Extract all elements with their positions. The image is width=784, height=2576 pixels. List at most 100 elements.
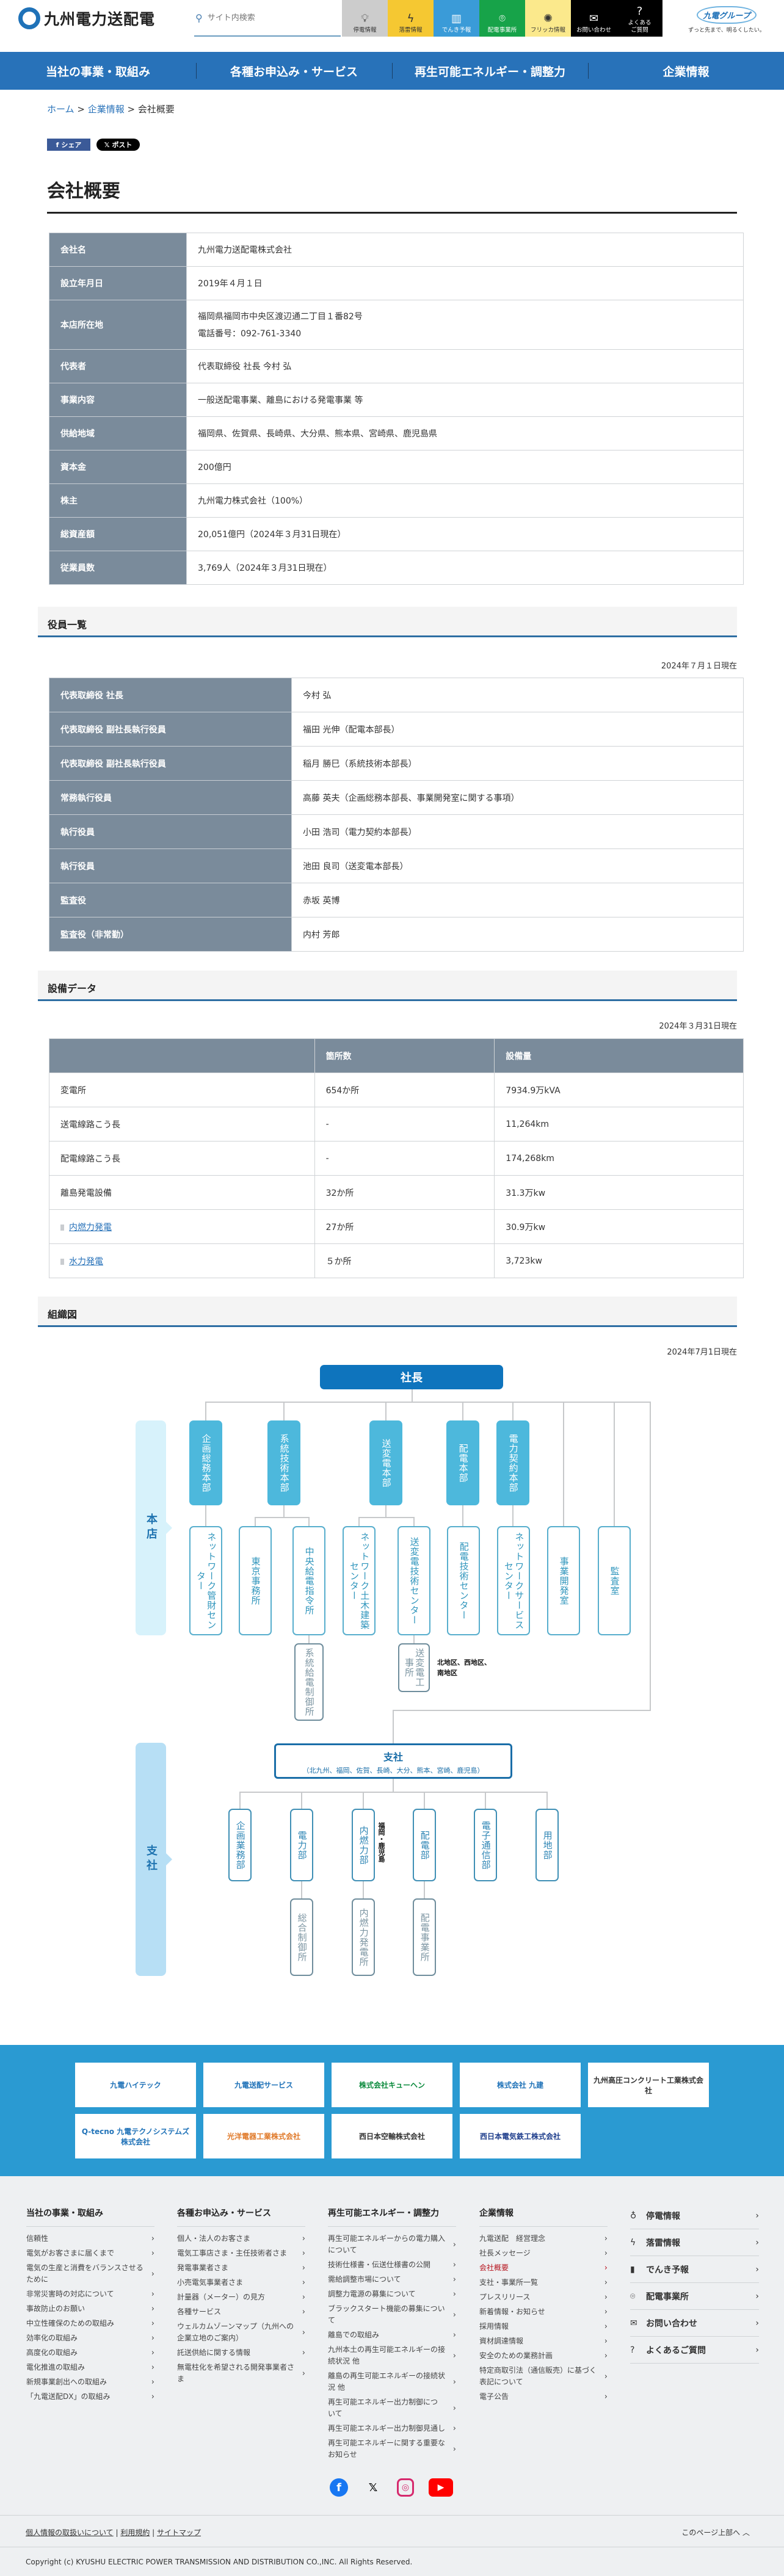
footer-link[interactable]: 新規事業創出への取組み <box>26 2375 154 2390</box>
group-company-banner[interactable]: 西日本電気鉄工株式会社 <box>460 2114 581 2158</box>
footer-link[interactable]: 需給調整市場について <box>328 2273 456 2287</box>
footer-link[interactable]: 託送供給に関する情報 <box>177 2346 305 2361</box>
footer-link[interactable]: 中立性確保のための取組み <box>26 2317 154 2331</box>
footer-quick-link[interactable]: ⌾配電事業所 <box>630 2283 759 2310</box>
footer-quick-link[interactable]: ?よくあるご質問 <box>630 2337 759 2364</box>
quick-link-button[interactable]: ✺フリッカ情報 <box>525 0 571 37</box>
footer-link[interactable]: 電気の生産と消費をバランスさせるために <box>26 2261 154 2287</box>
group-company-banner[interactable]: 株式会社キューヘン <box>332 2063 452 2107</box>
footer-link[interactable]: 再生可能エネルギー出力制御見通し <box>328 2422 456 2436</box>
facility-link[interactable]: 水力発電 <box>69 1256 103 1267</box>
group-company-banner[interactable]: 光洋電器工業株式会社 <box>203 2114 324 2158</box>
search-icon[interactable]: ⚲ <box>195 12 203 24</box>
privacy-link[interactable]: 個人情報の取扱いについて <box>26 2528 114 2537</box>
battery-icon: ▮ <box>630 2264 635 2274</box>
footer-link[interactable]: 事故防止のお願い <box>26 2302 154 2317</box>
footer-link[interactable]: 再生可能エネルギーに関する重要なお知らせ <box>328 2436 456 2462</box>
terms-link[interactable]: 利用規約 <box>120 2528 150 2537</box>
footer-link[interactable]: 電化推進の取組み <box>26 2361 154 2375</box>
footer-link[interactable]: 離島の再生可能エネルギーの接続状況 他 <box>328 2369 456 2395</box>
quick-link-button[interactable]: ▥でんき予報 <box>434 0 479 37</box>
facility-link[interactable]: 内燃力発電 <box>69 1222 112 1232</box>
footer-column-title[interactable]: 当社の事業・取組み <box>26 2207 154 2227</box>
facebook-icon[interactable]: f <box>330 2478 348 2497</box>
group-company-banner[interactable]: 九電ハイテック <box>75 2063 196 2107</box>
footer-link[interactable]: プレスリリース <box>479 2290 608 2305</box>
sitemap-link[interactable]: サイトマップ <box>157 2528 201 2537</box>
footer-column-title[interactable]: 各種お申込み・サービス <box>177 2207 305 2227</box>
quick-link-button[interactable]: ✉お問い合わせ <box>571 0 617 37</box>
footer-link[interactable]: 再生可能エネルギー出力制御について <box>328 2395 456 2422</box>
footer-link[interactable]: 発電事業者さま <box>177 2261 305 2276</box>
youtube-icon[interactable]: ▶ <box>429 2478 453 2497</box>
footer-link[interactable]: 新着情報・お知らせ <box>479 2305 608 2320</box>
breadcrumb-home[interactable]: ホーム <box>47 104 74 115</box>
footer-link[interactable]: 支社・事業所一覧 <box>479 2276 608 2290</box>
footer-link[interactable]: 離島での取組み <box>328 2328 456 2343</box>
footer-link[interactable]: 社長メッセージ <box>479 2246 608 2261</box>
footer-link[interactable]: 「九電送配DX」の取組み <box>26 2390 154 2404</box>
quick-link-button[interactable]: ?よくある ご質問 <box>617 0 662 37</box>
footer-quick-link[interactable]: ▮でんき予報 <box>630 2256 759 2283</box>
footer-quick-link[interactable]: ✉お問い合わせ <box>630 2310 759 2337</box>
table-row: 執行役員小田 浩司（電力契約本部長） <box>49 814 744 849</box>
footer-link[interactable]: 電子公告 <box>479 2390 608 2404</box>
quick-link-button[interactable]: ⌾配電事業所 <box>479 0 525 37</box>
footer-link[interactable]: 九州本土の再生可能エネルギーの接続状況 他 <box>328 2343 456 2369</box>
footer-link[interactable]: 信頼性 <box>26 2232 154 2246</box>
quick-link-button[interactable]: 💡︎停電情報 <box>342 0 388 37</box>
nav-corporate[interactable]: 企業情報 <box>588 52 784 90</box>
footer-link[interactable]: 無電柱化を希望される開発事業者さま <box>177 2361 305 2387</box>
group-company-banner[interactable]: 株式会社 九建 <box>460 2063 581 2107</box>
group-company-banner[interactable]: Q-tecno 九電テクノシステムズ株式会社 <box>75 2114 196 2158</box>
search-box[interactable]: ⚲ <box>194 0 341 37</box>
footer-link[interactable]: 計量器（メーター）の見方 <box>177 2290 305 2305</box>
footer-link[interactable]: 九電送配 経営理念 <box>479 2232 608 2246</box>
footer-link[interactable]: 電気工事店さま・主任技術者さま <box>177 2246 305 2261</box>
footer-link[interactable]: 採用情報 <box>479 2320 608 2334</box>
org-branch-dept: 配電部 <box>413 1809 436 1881</box>
group-company-banner[interactable]: 西日本空輸株式会社 <box>332 2114 452 2158</box>
footer-link[interactable]: 技術仕様書・伝送仕様書の公開 <box>328 2258 456 2273</box>
footer-quick-link[interactable]: ♁停電情報 <box>630 2202 759 2229</box>
instagram-icon[interactable]: ◎ <box>397 2478 414 2497</box>
group-logo-text: 九電グループ <box>697 6 757 24</box>
footer-column-title[interactable]: 再生可能エネルギー・調整力 <box>328 2207 456 2227</box>
search-input[interactable] <box>207 13 324 23</box>
page-top-link[interactable]: このページ上部へ ︿ <box>681 2527 750 2538</box>
footer-link[interactable]: 特定商取引法（通信販売）に基づく表記について <box>479 2364 608 2390</box>
nav-business[interactable]: 当社の事業・取組み <box>45 65 150 79</box>
footer-link[interactable]: 個人・法人のお客さま <box>177 2232 305 2246</box>
footer-link[interactable]: 各種サービス <box>177 2305 305 2320</box>
footer-link[interactable]: 非常災害時の対応について <box>26 2287 154 2302</box>
x-icon[interactable]: 𝕏 <box>368 2481 378 2494</box>
group-company-banner[interactable]: 九電送配サービス <box>203 2063 324 2107</box>
footer-link[interactable]: ウェルカムゾーンマップ（九州への企業立地のご案内） <box>177 2320 305 2346</box>
footer-link[interactable]: 資材調達情報 <box>479 2334 608 2349</box>
breadcrumb-corporate[interactable]: 企業情報 <box>87 104 125 115</box>
group-company-banner[interactable]: 九州高圧コンクリート工業株式会社 <box>588 2063 709 2107</box>
nav-renewable[interactable]: 再生可能エネルギー・調整力 <box>392 52 588 90</box>
footer-link[interactable]: 調整力電源の募集について <box>328 2287 456 2302</box>
footer-link[interactable]: ブラックスタート機能の募集について <box>328 2302 456 2328</box>
nav-services[interactable]: 各種お申込み・サービス <box>196 52 392 90</box>
footer-link[interactable]: 電気がお客さまに届くまで <box>26 2246 154 2261</box>
facilities-as-of: 2024年３月31日現在 <box>659 1022 737 1031</box>
footer-link[interactable]: 会社概要 <box>479 2261 608 2276</box>
table-row: 常務執行役員高藤 英夫（企画総務本部長、事業開発室に関する事項） <box>49 780 744 815</box>
footer-column: 再生可能エネルギー・調整力再生可能エネルギーからの電力購入について技術仕様書・伝… <box>328 2207 456 2462</box>
footer-column-title[interactable]: 企業情報 <box>479 2207 608 2227</box>
site-logo[interactable]: 九州電力送配電 <box>18 7 155 29</box>
row-value: 九州電力送配電株式会社 <box>186 233 744 267</box>
footer-link[interactable]: 小売電気事業者さま <box>177 2276 305 2290</box>
footer-link[interactable]: 再生可能エネルギーからの電力購入について <box>328 2232 456 2258</box>
footer-link[interactable]: 高度化の取組み <box>26 2346 154 2361</box>
footer-link[interactable]: 安全のための業務計画 <box>479 2349 608 2364</box>
kyuden-group-logo[interactable]: 九電グループ ずっと先まで、明るくしたい。 <box>681 6 772 34</box>
org-hq: 配電本部 <box>446 1420 479 1505</box>
footer-link[interactable]: 効率化の取組み <box>26 2331 154 2346</box>
